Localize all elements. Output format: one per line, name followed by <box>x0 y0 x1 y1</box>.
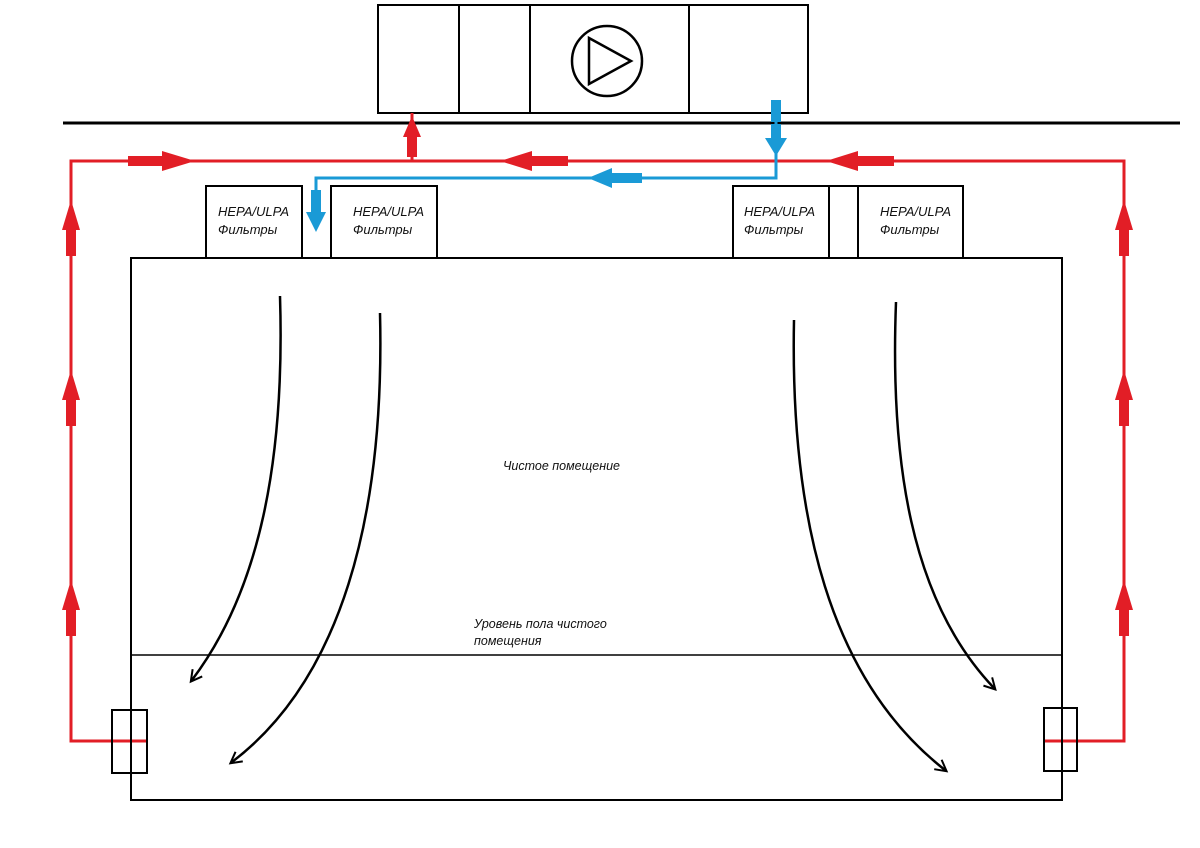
arrow-up-icon <box>1115 200 1133 256</box>
hepa-filter-3: HEPA/ULPA Фильтры <box>732 185 830 259</box>
clean-room: Чистое помещение Уровень пола чистого по… <box>130 257 1063 801</box>
arrow-up-icon <box>62 200 80 256</box>
hepa-filter-4: HEPA/ULPA Фильтры <box>828 185 964 259</box>
return-air-arrows <box>62 116 1133 636</box>
floor-label-line1: Уровень пола чистого <box>473 617 607 631</box>
arrow-right-icon <box>128 151 195 171</box>
filter-label-line1: HEPA/ULPA <box>880 204 951 219</box>
filter-label-line2: Фильтры <box>218 222 278 237</box>
airflow-lines <box>192 295 994 770</box>
filter-label-line1: HEPA/ULPA <box>218 204 289 219</box>
filter-label-line2: Фильтры <box>353 222 413 237</box>
return-grille-right <box>1043 707 1078 772</box>
airflow-arrow-icon <box>192 295 282 680</box>
return-grille-left <box>111 709 148 774</box>
air-handling-unit <box>377 4 809 114</box>
hepa-filter-1: HEPA/ULPA Фильтры <box>205 185 303 259</box>
arrow-up-icon <box>62 580 80 636</box>
arrow-down-icon <box>306 190 326 232</box>
hepa-filter-2: HEPA/ULPA Фильтры <box>330 185 438 259</box>
arrow-up-icon <box>1115 370 1133 426</box>
filter-label-line1: HEPA/ULPA <box>744 204 815 219</box>
arrow-left-icon <box>826 151 894 171</box>
filter-label-line2: Фильтры <box>880 222 940 237</box>
floor-label-line2: помещения <box>474 634 542 648</box>
room-label: Чистое помещение <box>503 459 620 473</box>
airflow-arrow-icon <box>792 319 945 770</box>
arrow-up-icon <box>1115 580 1133 636</box>
arrow-left-icon <box>588 168 642 188</box>
airflow-arrow-icon <box>893 301 994 688</box>
fan-play-icon <box>570 24 644 98</box>
arrow-down-icon <box>765 100 787 156</box>
airflow-arrow-icon <box>232 312 382 762</box>
filter-label-line1: HEPA/ULPA <box>353 204 424 219</box>
arrow-up-icon <box>403 116 421 157</box>
supply-air-duct <box>306 100 787 232</box>
arrow-up-icon <box>62 370 80 426</box>
arrow-left-icon <box>500 151 568 171</box>
filter-label-line2: Фильтры <box>744 222 804 237</box>
